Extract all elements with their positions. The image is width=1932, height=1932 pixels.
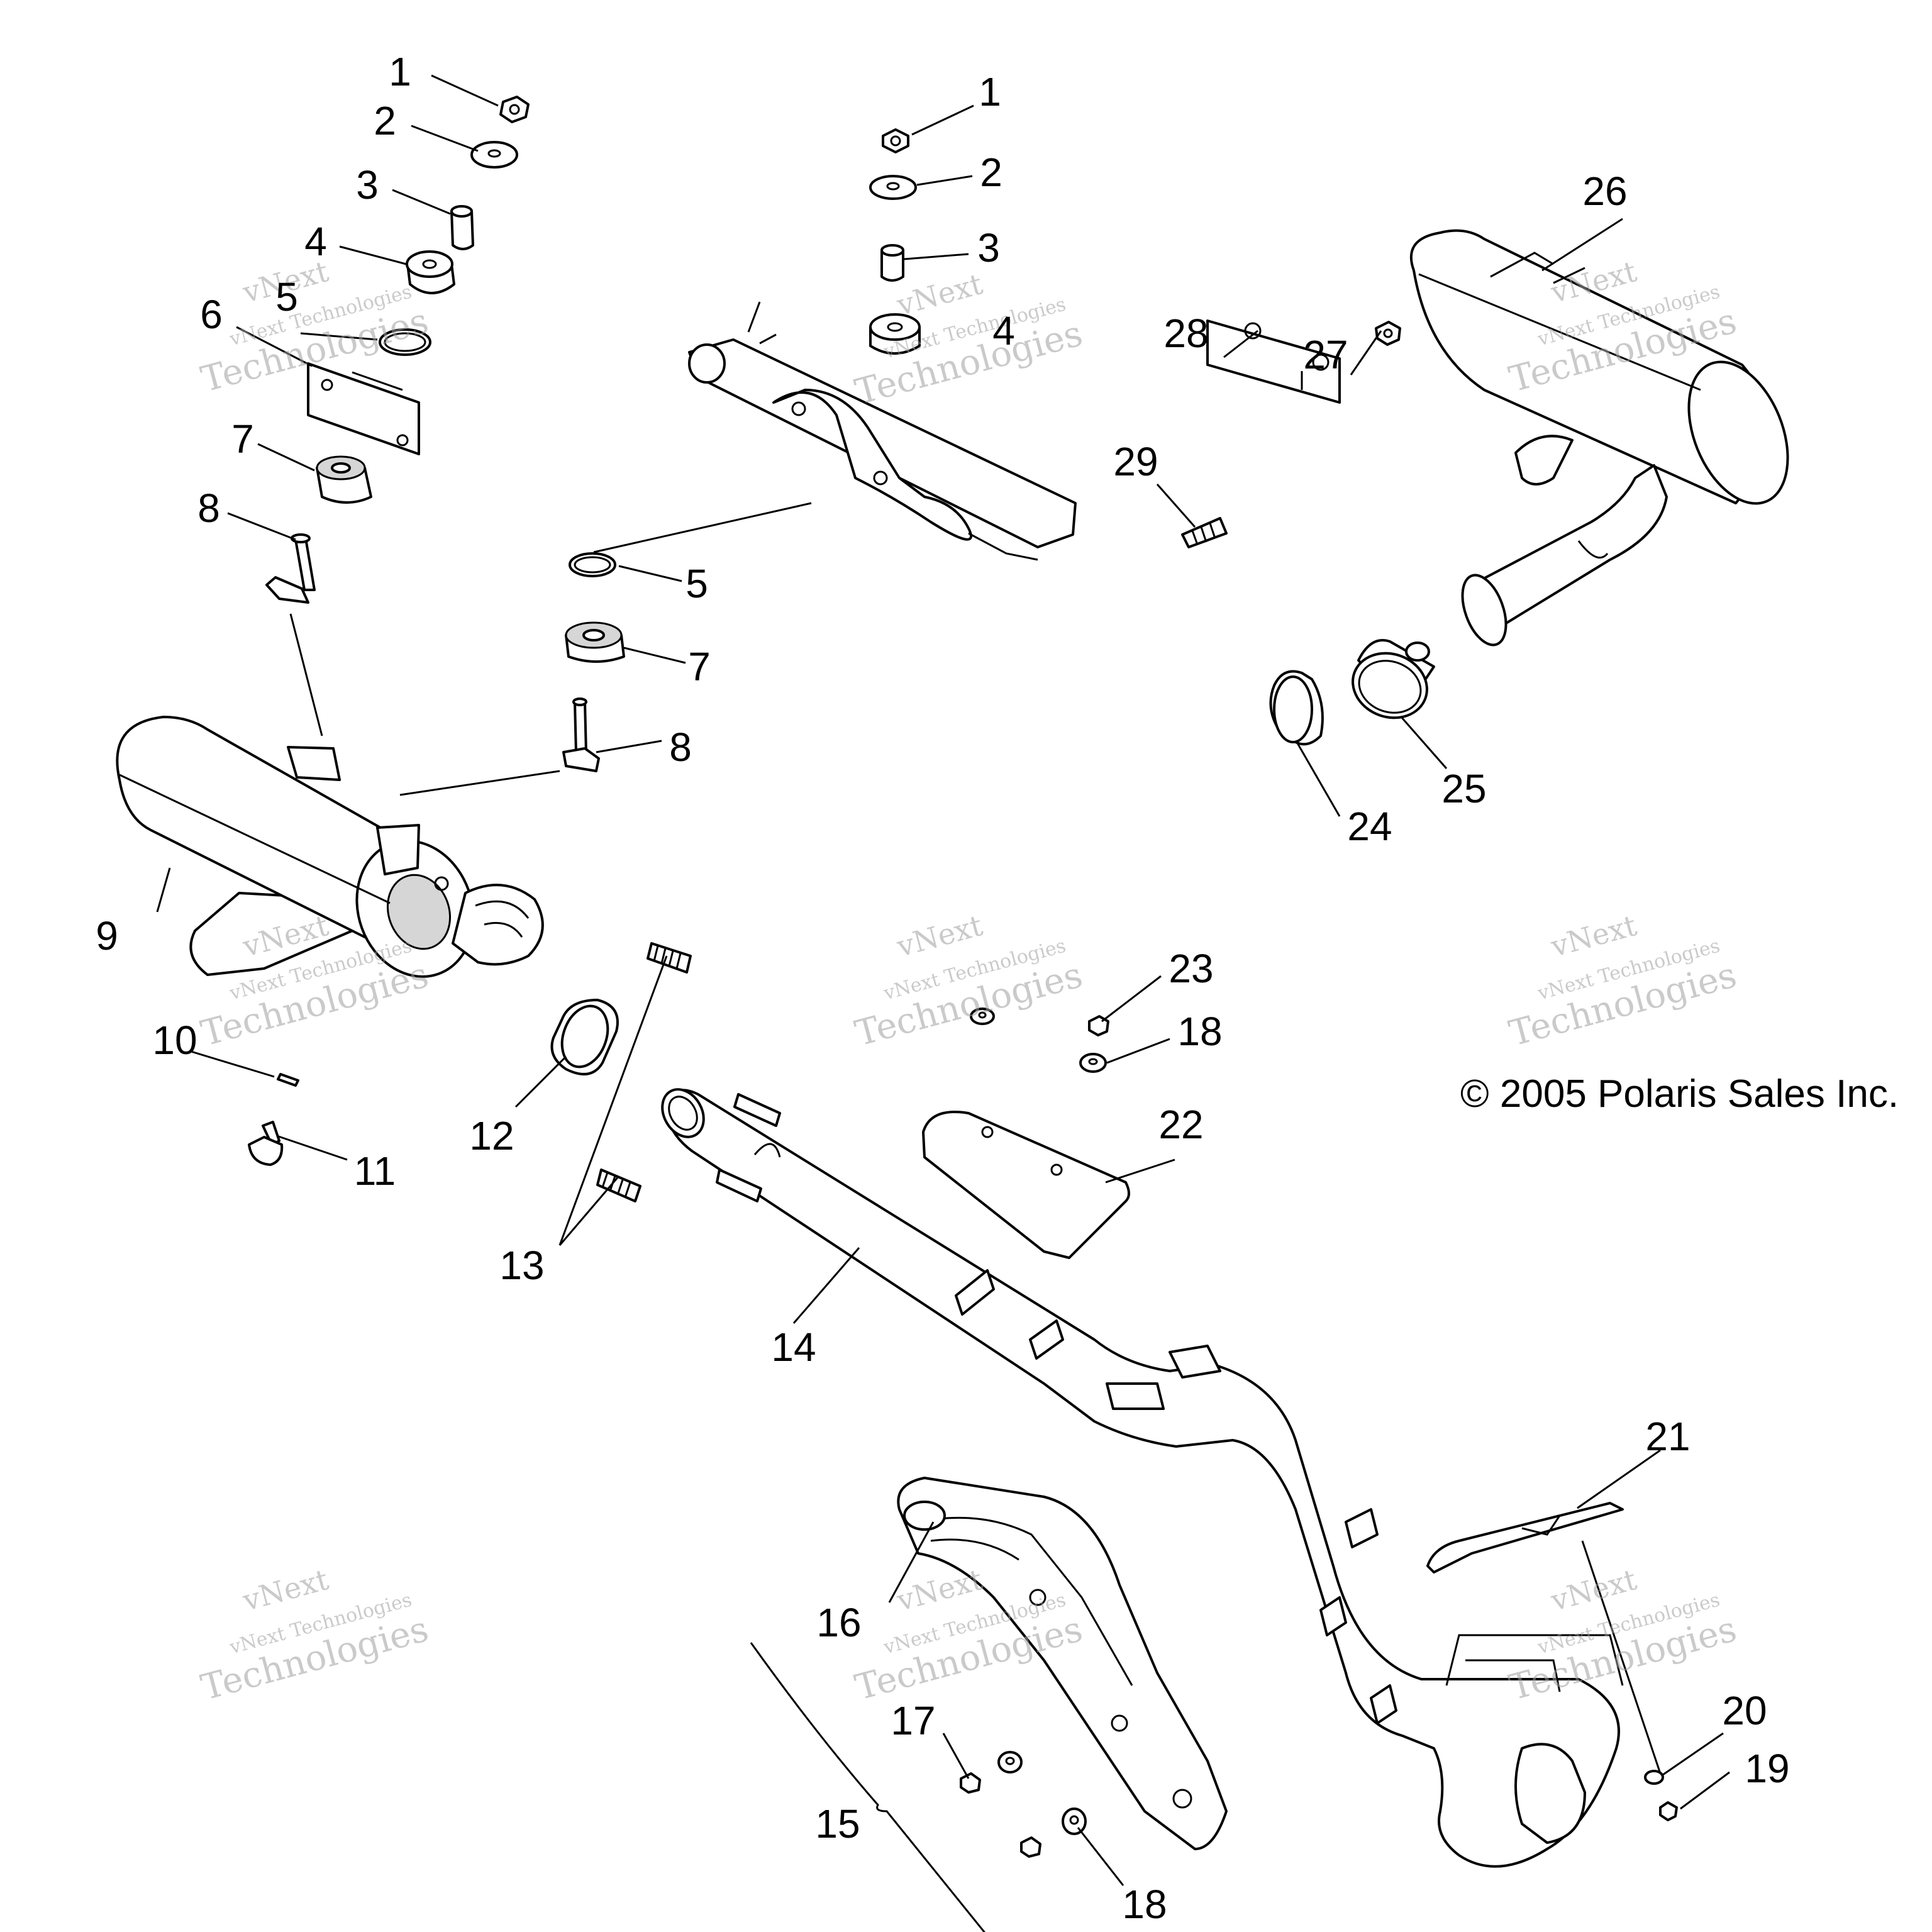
callout-3-left: 3 bbox=[356, 162, 379, 208]
part-washer-mid-center bbox=[970, 1008, 995, 1025]
part-16-heat-shield bbox=[897, 1477, 1228, 1850]
part-26-muffler bbox=[1409, 229, 1789, 647]
callout-21: 21 bbox=[1645, 1414, 1690, 1459]
part-25-clamp bbox=[1352, 639, 1435, 719]
callout-4-left: 4 bbox=[304, 219, 327, 264]
callout-15: 15 bbox=[815, 1801, 860, 1846]
callout-7-center: 7 bbox=[688, 644, 711, 689]
part-nut-lower-center bbox=[1020, 1836, 1041, 1858]
part-10-pin bbox=[277, 1073, 299, 1087]
part-5-ring-left bbox=[379, 328, 431, 356]
part-14-exhaust-pipe bbox=[661, 1088, 1624, 1868]
callout-29: 29 bbox=[1113, 439, 1158, 484]
part-1-nut-left bbox=[499, 96, 530, 123]
part-21-shield-strip bbox=[1426, 1502, 1624, 1574]
callout-14: 14 bbox=[771, 1324, 816, 1370]
callout-16: 16 bbox=[816, 1600, 861, 1645]
part-6-bracket-left bbox=[307, 362, 420, 455]
callout-labels: 1 2 3 4 5 6 7 8 9 1 2 3 4 5 7 8 10 11 12… bbox=[96, 49, 1789, 1927]
callout-2-center: 2 bbox=[980, 150, 1002, 195]
callout-11: 11 bbox=[354, 1148, 396, 1194]
part-12-gasket bbox=[550, 999, 619, 1075]
callout-19: 19 bbox=[1745, 1746, 1789, 1791]
callout-22: 22 bbox=[1158, 1102, 1203, 1147]
part-20-washer bbox=[1644, 1770, 1664, 1785]
callout-9: 9 bbox=[96, 913, 118, 958]
callout-24: 24 bbox=[1347, 804, 1392, 849]
part-9-muffler bbox=[116, 716, 544, 978]
part-18-washer-lower bbox=[1062, 1807, 1087, 1835]
callout-23: 23 bbox=[1169, 946, 1213, 991]
callout-6: 6 bbox=[200, 292, 223, 337]
part-4-grommet-left bbox=[406, 250, 455, 294]
part-19-nut bbox=[1659, 1801, 1678, 1821]
callout-4-center: 4 bbox=[992, 308, 1015, 353]
copyright-notice: © 2005 Polaris Sales Inc. bbox=[1460, 1072, 1899, 1116]
leader-lines bbox=[156, 74, 1730, 1932]
callout-17: 17 bbox=[891, 1698, 935, 1743]
part-22-heat-shield bbox=[922, 1111, 1130, 1259]
callout-2-left: 2 bbox=[374, 98, 396, 143]
callout-1-left: 1 bbox=[389, 49, 411, 94]
part-17-bolt bbox=[960, 1772, 981, 1794]
part-3-bushing-left bbox=[450, 205, 474, 250]
part-7-grommet-center bbox=[565, 621, 625, 663]
callout-12: 12 bbox=[469, 1113, 514, 1158]
callout-26: 26 bbox=[1582, 169, 1627, 214]
callout-13: 13 bbox=[499, 1243, 544, 1288]
part-8-bolt-center bbox=[562, 697, 600, 772]
callout-8-center: 8 bbox=[669, 724, 692, 770]
part-27-nut bbox=[1375, 321, 1401, 346]
part-2-washer-center bbox=[869, 175, 917, 200]
part-24-cap bbox=[1269, 670, 1324, 746]
callout-18-lower: 18 bbox=[1122, 1882, 1167, 1927]
callout-5-center: 5 bbox=[686, 561, 708, 606]
callout-18-upper: 18 bbox=[1177, 1009, 1222, 1054]
part-washer-lower-center bbox=[997, 1751, 1023, 1774]
part-5-ring-center bbox=[569, 552, 616, 577]
callout-7-left: 7 bbox=[231, 416, 254, 462]
callout-5-left: 5 bbox=[275, 274, 298, 319]
callout-1-center: 1 bbox=[979, 69, 1001, 114]
part-29-spring bbox=[1181, 517, 1228, 548]
part-7-grommet-left bbox=[316, 455, 372, 504]
part-1-nut-center bbox=[882, 128, 909, 153]
part-2-washer-left bbox=[470, 141, 518, 169]
frame-rail bbox=[688, 301, 1077, 561]
callout-10: 10 bbox=[152, 1018, 197, 1063]
callout-25: 25 bbox=[1441, 766, 1486, 811]
callout-28: 28 bbox=[1163, 311, 1208, 356]
callout-3-center: 3 bbox=[977, 225, 1000, 270]
part-3-bushing-center bbox=[880, 244, 904, 282]
part-28-bracket bbox=[1206, 319, 1341, 404]
part-13-spring-upper bbox=[647, 942, 692, 974]
part-4-grommet-center bbox=[869, 313, 921, 355]
callout-20: 20 bbox=[1722, 1688, 1767, 1733]
callout-27: 27 bbox=[1303, 332, 1348, 377]
part-11-bolt bbox=[248, 1121, 284, 1166]
part-18-washer-upper bbox=[1079, 1053, 1107, 1073]
callout-8-left: 8 bbox=[197, 486, 220, 531]
